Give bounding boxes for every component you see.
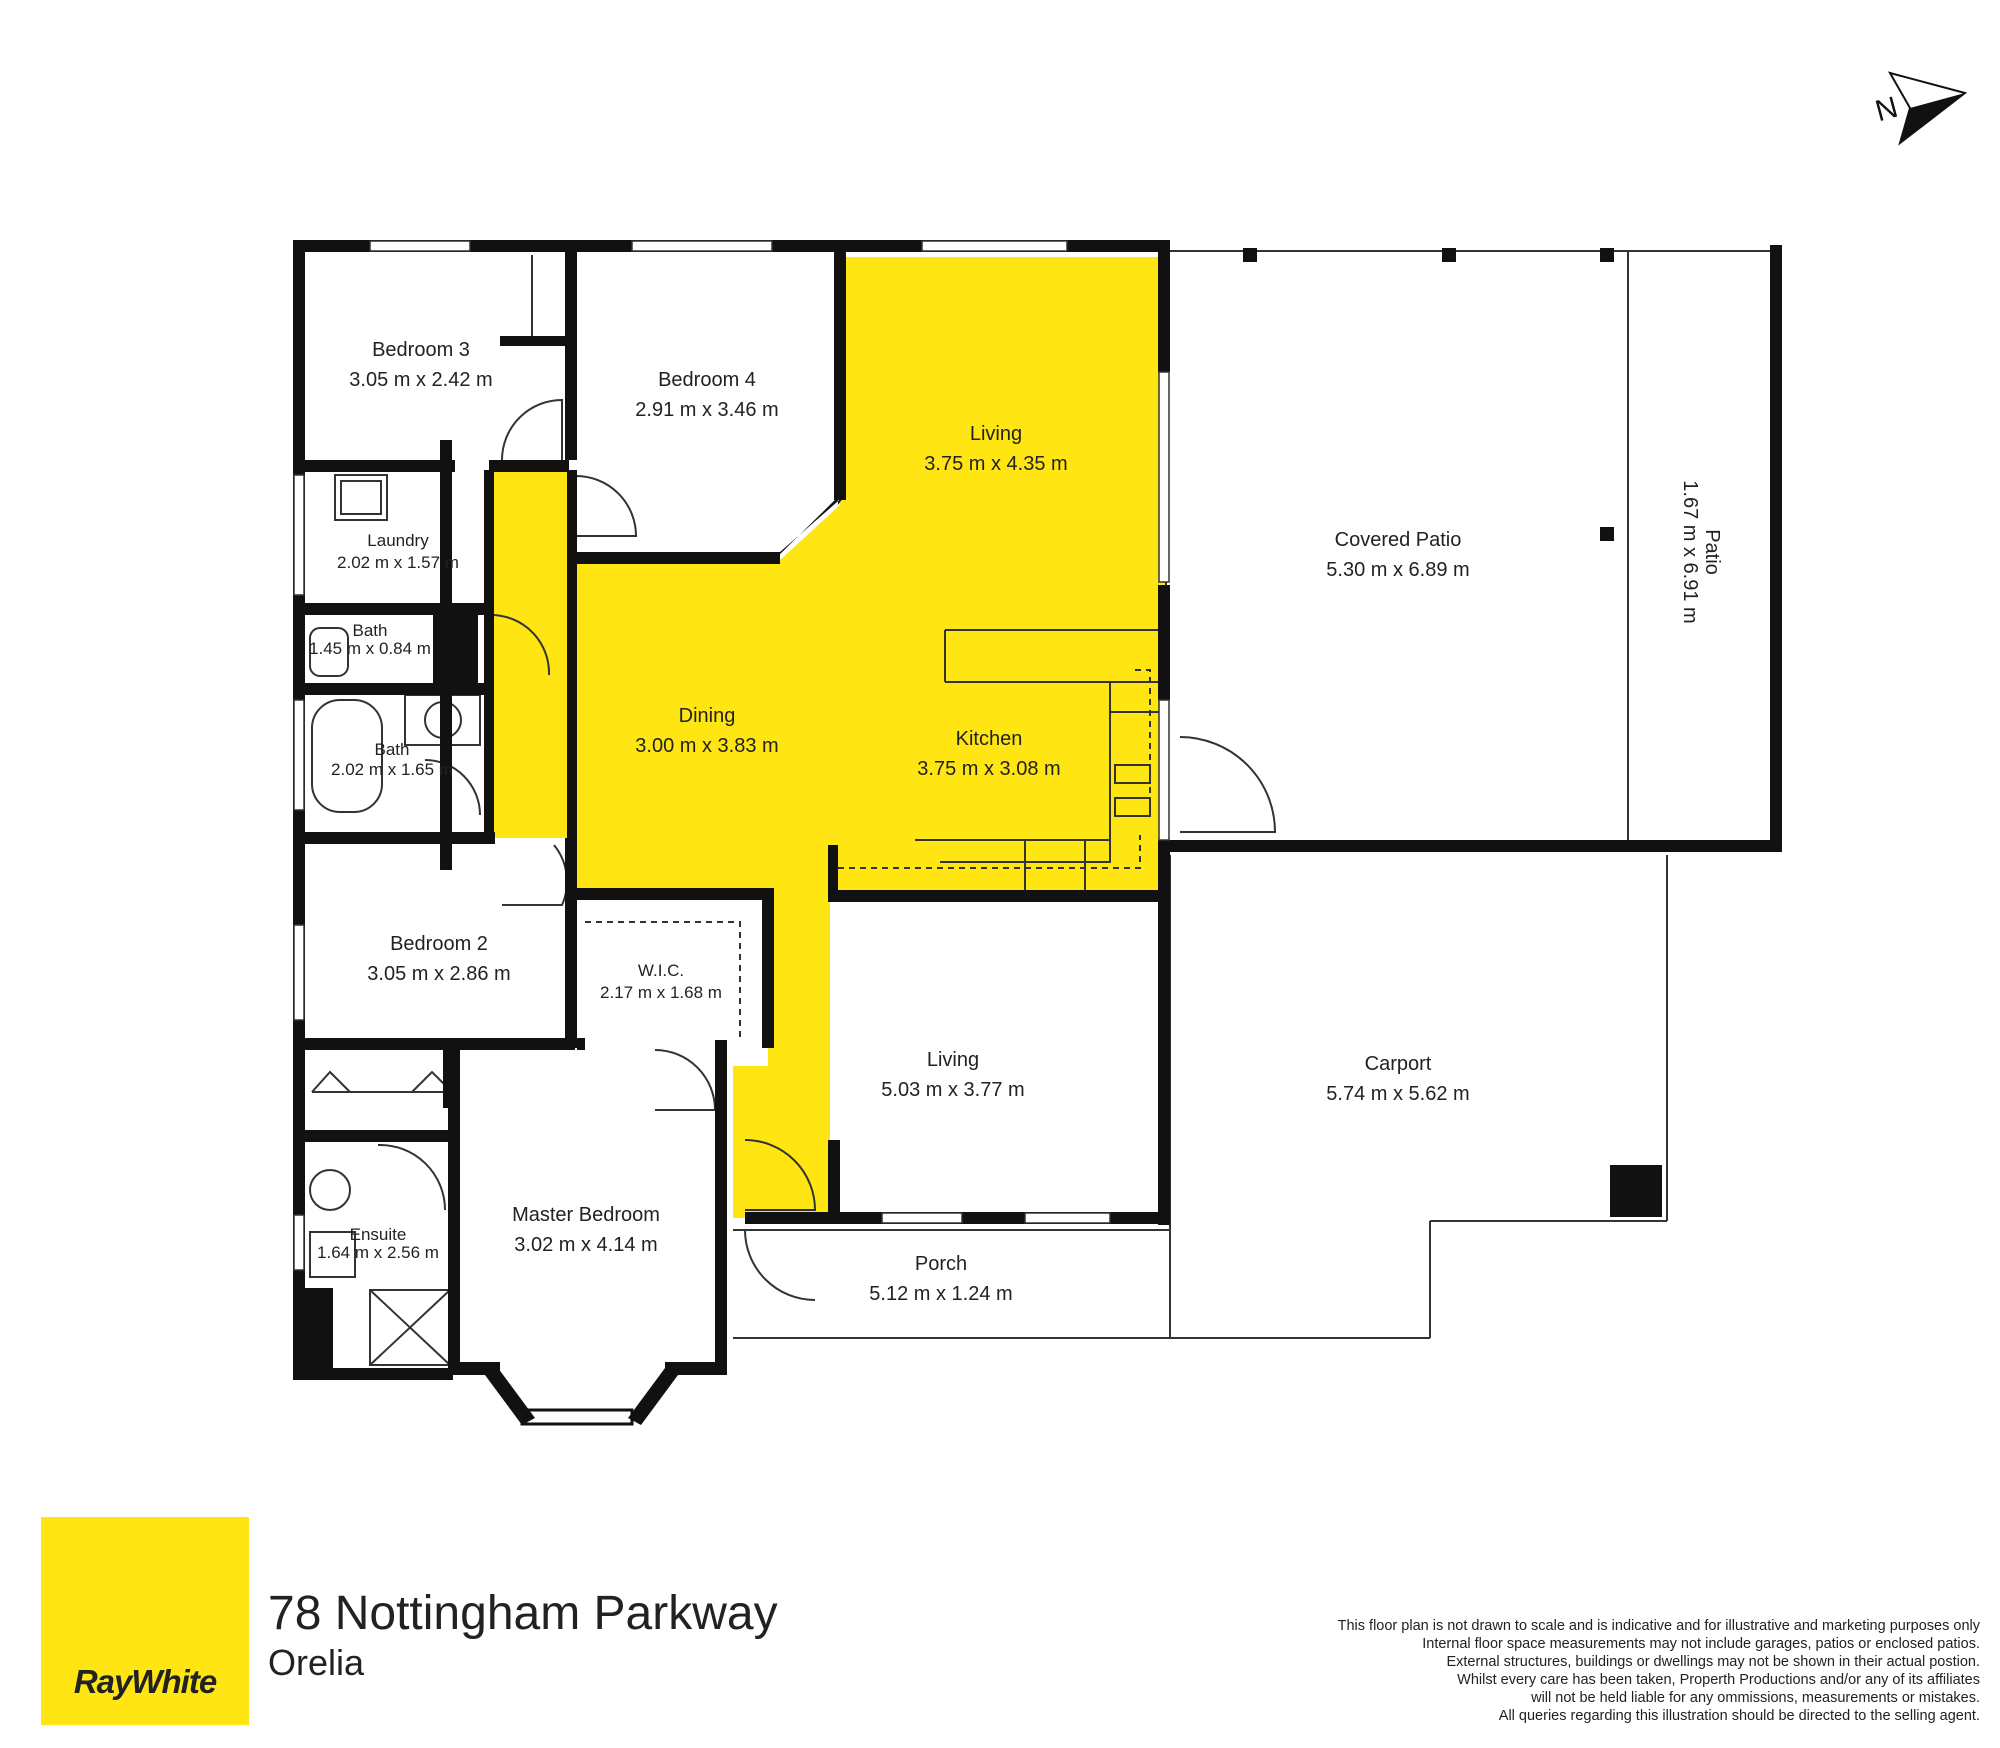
- disclaimer-line: External structures, buildings or dwelli…: [1446, 1654, 1980, 1670]
- wic-dims: 2.17 m x 1.68 m: [600, 983, 722, 1002]
- bath-small-dims: 1.45 m x 0.84 m: [309, 639, 431, 658]
- porch-dims: 5.12 m x 1.24 m: [869, 1283, 1012, 1305]
- carport-dims: 5.74 m x 5.62 m: [1326, 1083, 1469, 1105]
- bath-small-name: Bath: [353, 621, 388, 640]
- disclaimer-line: Internal floor space measurements may no…: [1422, 1636, 1980, 1652]
- kitchen-name: Kitchen: [956, 728, 1023, 750]
- disclaimer: This floor plan is not drawn to scale an…: [1220, 1617, 1980, 1725]
- hallway: [491, 470, 576, 838]
- carport-name: Carport: [1365, 1053, 1432, 1075]
- ensuite-dims: 1.64 m x 2.56 m: [317, 1243, 439, 1262]
- disclaimer-line: All queries regarding this illustration …: [1498, 1708, 1980, 1724]
- porch-name: Porch: [915, 1253, 967, 1275]
- bedroom2-name: Bedroom 2: [390, 933, 488, 955]
- raywhite-logo: RayWhite: [41, 1517, 249, 1725]
- bedroom4-dims: 2.91 m x 3.46 m: [635, 399, 778, 421]
- living-bottom-name: Living: [927, 1049, 979, 1071]
- bath-dims: 2.02 m x 1.65 m: [331, 760, 453, 779]
- wic-name: W.I.C.: [638, 961, 684, 980]
- bath-name: Bath: [375, 740, 410, 759]
- dining-dims: 3.00 m x 3.83 m: [635, 735, 778, 757]
- kitchen-dims: 3.75 m x 3.08 m: [917, 758, 1060, 780]
- patio-dims: 1.67 m x 6.91 m: [1679, 480, 1701, 623]
- bedroom3-dims: 3.05 m x 2.42 m: [349, 369, 492, 391]
- master-bedroom-dims: 3.02 m x 4.14 m: [514, 1234, 657, 1256]
- disclaimer-line: Whilst every care has been taken, Proper…: [1457, 1672, 1980, 1688]
- disclaimer-line: This floor plan is not drawn to scale an…: [1337, 1618, 1980, 1634]
- patio-name: Patio: [1701, 529, 1723, 575]
- disclaimer-line: will not be held liable for any ommissio…: [1531, 1690, 1980, 1706]
- bedroom3-name: Bedroom 3: [372, 339, 470, 361]
- covered-patio-name: Covered Patio: [1335, 529, 1462, 551]
- living-bottom-dims: 5.03 m x 3.77 m: [881, 1079, 1024, 1101]
- living-dining-kitchen-area: [576, 257, 1165, 1218]
- walls: [293, 240, 1782, 1426]
- master-bedroom-name: Master Bedroom: [512, 1204, 660, 1226]
- laundry-dims: 2.02 m x 1.57 m: [337, 553, 459, 572]
- north-label: N: [1872, 91, 1901, 128]
- room-labels: Bedroom 3 3.05 m x 2.42 m Bedroom 4 2.91…: [309, 339, 1723, 1305]
- property-address: 78 Nottingham Parkway: [268, 1587, 778, 1640]
- bedroom4-name: Bedroom 4: [658, 369, 756, 391]
- laundry-name: Laundry: [367, 531, 429, 550]
- dining-name: Dining: [679, 705, 736, 727]
- windows: [293, 240, 1170, 1271]
- north-arrow-icon: N: [1872, 71, 1968, 146]
- covered-patio-dims: 5.30 m x 6.89 m: [1326, 559, 1469, 581]
- living-top-name: Living: [970, 423, 1022, 445]
- living-top-dims: 3.75 m x 4.35 m: [924, 453, 1067, 475]
- highlighted-living-areas: [491, 257, 1165, 1218]
- brand-name: RayWhite: [73, 1663, 217, 1700]
- property-suburb: Orelia: [268, 1642, 365, 1683]
- ensuite-name: Ensuite: [350, 1225, 407, 1244]
- bedroom2-dims: 3.05 m x 2.86 m: [367, 963, 510, 985]
